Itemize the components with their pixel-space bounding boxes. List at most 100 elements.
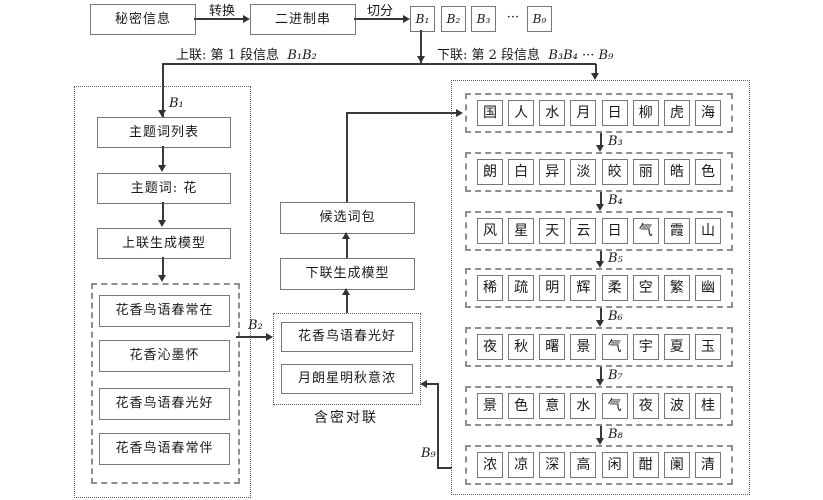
char-cell: 星 [508, 218, 535, 244]
flow-line [420, 30, 422, 63]
char-cell: 阑 [663, 452, 690, 478]
candidate-item: 花香鸟语春常伴 [99, 433, 230, 465]
candidate-item: 花香鸟语春常在 [99, 295, 230, 327]
flow-line [600, 308, 602, 320]
arrowhead-down-icon [158, 220, 166, 227]
arrowhead-down-icon [596, 379, 604, 386]
char-cell: 深 [539, 452, 566, 478]
char-cell: 秋 [508, 334, 535, 360]
char-cell: 柳 [632, 100, 659, 126]
char-cell: 夜 [477, 334, 503, 360]
upper-couplet-bits: B₁B₂ [287, 48, 317, 63]
candidate-matrix-panel [451, 80, 750, 495]
char-cell: 稀 [477, 275, 503, 301]
upper-couplet-caption: 上联: 第 1 段信息 B₁B₂ [176, 44, 317, 63]
lower-model-box: 下联生成模型 [280, 258, 415, 290]
flow-line [595, 64, 597, 74]
char-cell: 意 [539, 393, 566, 419]
char-cell: 白 [508, 159, 535, 185]
flow-line [600, 133, 602, 145]
flow-line [427, 383, 438, 385]
convert-label: 转换 [208, 4, 235, 19]
flow-line [162, 257, 164, 276]
lower-couplet-bits: B₃B₄ ··· B₉ [548, 48, 614, 63]
char-cell: 霞 [663, 218, 690, 244]
b6-label: B₆ [608, 309, 623, 324]
candidate-row-1: 国 人 水 月 日 柳 虎 海 [465, 93, 733, 133]
flow-line [600, 426, 602, 438]
b5-label: B₅ [608, 251, 623, 266]
char-cell: 色 [508, 393, 535, 419]
candidate-list-box [91, 283, 240, 484]
flow-line [194, 18, 244, 20]
arrowhead-left-icon [420, 380, 427, 388]
candidate-word-bag-box: 候选词包 [280, 202, 415, 234]
char-cell: 疏 [508, 275, 535, 301]
char-cell: 风 [477, 218, 503, 244]
char-cell: 朗 [477, 159, 503, 185]
char-cell: 海 [694, 100, 721, 126]
candidate-row-4: 稀 疏 明 辉 柔 空 繁 幽 [465, 268, 733, 308]
char-cell: 浓 [477, 452, 503, 478]
candidate-row-3: 风 星 天 云 日 气 霞 山 [465, 211, 733, 251]
b1-label: B₁ [169, 96, 184, 111]
char-cell: 空 [632, 275, 659, 301]
b7-label: B₇ [608, 368, 623, 383]
arrowhead-down-icon [596, 204, 604, 211]
candidate-row-6: 景 色 意 水 气 夜 波 桂 [465, 386, 733, 426]
flow-line [600, 367, 602, 379]
arrowhead-right-icon [243, 15, 250, 23]
char-cell: 酣 [632, 452, 659, 478]
stego-lower-line: 月朗星明秋意浓 [281, 364, 413, 394]
b8-label: B₈ [608, 427, 623, 442]
flow-line [346, 112, 456, 114]
arrowhead-right-icon [266, 333, 273, 341]
binary-string-box: 二进制串 [250, 4, 356, 35]
flow-line [162, 146, 164, 166]
topic-word-list-box: 主题词列表 [97, 117, 231, 148]
char-cell: 色 [694, 159, 721, 185]
secret-info-box: 秘密信息 [90, 4, 196, 35]
b9-label: B₉ [421, 446, 436, 461]
char-cell: 山 [694, 218, 721, 244]
flow-line [162, 63, 596, 65]
char-cell: 柔 [601, 275, 628, 301]
flow-line [162, 64, 164, 117]
arrowhead-up-icon [342, 232, 350, 239]
candidate-row-2: 朗 白 异 淡 皎 丽 皓 色 [465, 152, 733, 192]
char-cell: 水 [570, 393, 597, 419]
arrowhead-down-icon [596, 320, 604, 327]
flow-line [354, 18, 403, 20]
upper-couplet-text: 上联: 第 1 段信息 [176, 48, 280, 63]
bit-chip-b1: B₁ [410, 6, 435, 32]
arrowhead-right-icon [456, 109, 463, 117]
arrowhead-down-icon [596, 438, 604, 445]
arrowhead-right-icon [403, 15, 410, 23]
char-cell: 气 [601, 334, 628, 360]
char-cell: 凉 [508, 452, 535, 478]
arrowhead-down-icon [158, 275, 166, 282]
candidate-row-7: 浓 凉 深 高 闲 酣 阑 清 [465, 445, 733, 485]
char-cell: 景 [477, 393, 503, 419]
lower-couplet-caption: 下联: 第 2 段信息 B₃B₄ ··· B₉ [437, 44, 613, 63]
split-label: 切分 [366, 4, 393, 19]
bit-chip-b9: B₉ [527, 6, 552, 32]
char-cell: 高 [570, 452, 597, 478]
char-cell: 曙 [539, 334, 566, 360]
char-cell: 天 [539, 218, 566, 244]
candidate-item: 花香鸟语春光好 [99, 388, 230, 420]
char-cell: 辉 [570, 275, 597, 301]
b3-label: B₃ [608, 134, 623, 149]
bit-chip-b2: B₂ [441, 6, 466, 32]
char-cell: 云 [570, 218, 597, 244]
char-cell: 闲 [601, 452, 628, 478]
arrowhead-down-icon [158, 165, 166, 172]
char-cell: 皎 [601, 159, 628, 185]
char-cell: 淡 [570, 159, 597, 185]
char-cell: 水 [539, 100, 566, 126]
char-cell: 宇 [632, 334, 659, 360]
flow-line [162, 202, 164, 221]
char-cell: 异 [539, 159, 566, 185]
candidate-item: 花香沁墨怀 [99, 340, 230, 372]
